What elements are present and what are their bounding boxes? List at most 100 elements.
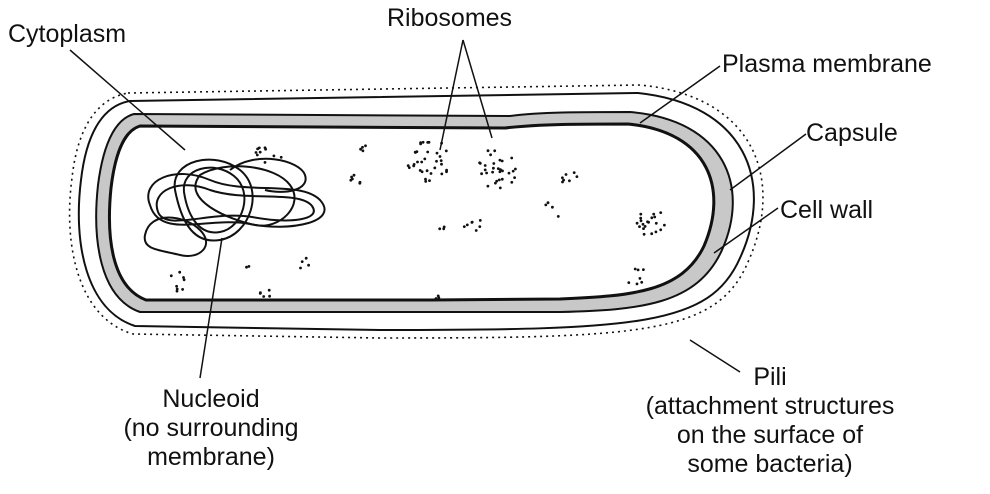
ribosome-dot	[435, 297, 438, 300]
ribosome-dot	[484, 169, 487, 172]
ribosome-dot	[659, 228, 662, 231]
ribosome-dot	[650, 232, 653, 235]
ribosome-dot	[364, 144, 367, 147]
nucleoid-label-line-3: membrane)	[96, 443, 326, 472]
cytoplasm-label: Cytoplasm	[8, 20, 126, 49]
ribosome-dot	[663, 224, 666, 227]
ribosome-dot	[501, 170, 504, 173]
ribosome-dot	[183, 278, 186, 281]
ribosome-dot	[561, 176, 564, 179]
ribosome-dot	[499, 159, 502, 162]
ribosome-dot	[489, 153, 492, 156]
ribosome-dot	[557, 215, 560, 218]
ribosome-dot	[480, 172, 483, 175]
ribosome-dot	[170, 274, 173, 277]
ribosome-dot	[655, 222, 658, 225]
ribosome-dot	[259, 151, 262, 154]
ribosome-dot	[627, 281, 630, 284]
ribosome-dot	[565, 173, 568, 176]
ribosome-dot	[485, 172, 488, 175]
ribosome-dot	[301, 260, 304, 263]
ribosome-dot	[638, 225, 641, 228]
ribosome-dot	[576, 175, 579, 178]
ribosome-dot	[642, 268, 645, 271]
ribosome-dot	[439, 155, 442, 158]
ribosome-dot	[478, 225, 481, 228]
ribosome-dot	[440, 163, 443, 166]
ribosome-dot	[653, 216, 656, 219]
ribosome-dot	[262, 295, 265, 298]
ribosome-dot	[508, 172, 511, 175]
ribosome-dot	[514, 168, 517, 171]
ribosome-dot	[643, 233, 646, 236]
ribosome-dot	[510, 157, 513, 160]
ribosome-dot	[433, 167, 436, 170]
ribosome-dot	[512, 170, 515, 173]
ribosome-dot	[442, 227, 445, 230]
ribosome-dot	[268, 289, 271, 292]
ribosome-dot	[544, 204, 547, 207]
ribosome-dot	[487, 149, 490, 152]
ribosome-dot	[268, 295, 271, 298]
ribosome-dot	[178, 271, 181, 274]
ribosome-dot	[471, 221, 474, 224]
ribosome-dot	[414, 151, 417, 154]
ribosome-dot	[264, 161, 267, 164]
ribosome-dot	[463, 225, 466, 228]
ribosome-dot	[256, 148, 259, 151]
ribosome-dot	[640, 219, 643, 222]
nucleoid-label-line-1: Nucleoid	[96, 385, 326, 414]
capsule-label: Capsule	[806, 119, 898, 148]
ribosome-dot	[438, 227, 441, 230]
ribosome-dot	[245, 266, 248, 269]
ribosome-dot	[478, 161, 481, 164]
ribosome-dot	[426, 141, 429, 144]
ribosome-dot	[420, 161, 423, 164]
ribosome-dot	[636, 222, 639, 225]
ribosome-dot	[426, 169, 429, 172]
ribosome-dot	[353, 174, 356, 177]
ribosome-dot	[299, 267, 302, 270]
ribosome-dot	[176, 290, 179, 293]
ribosome-dot	[256, 154, 259, 157]
ribosome-dot	[435, 160, 438, 163]
ribosome-dot	[650, 216, 653, 219]
ribosome-dot	[445, 150, 448, 153]
ribosome-dot	[634, 268, 637, 271]
ribosome-dot	[510, 181, 513, 184]
ribosome-dot	[498, 179, 501, 182]
ribosome-dot	[639, 217, 642, 220]
ribosome-dot	[181, 288, 184, 291]
ribosome-dot	[361, 146, 364, 149]
ribosome-dot	[280, 156, 283, 159]
ribosome-dot	[307, 264, 310, 267]
ribosome-dot	[495, 180, 498, 183]
ribosome-dot	[428, 179, 431, 182]
ribosome-dot	[639, 213, 642, 216]
ribosome-dot	[440, 159, 443, 162]
ribosome-dot	[497, 167, 500, 170]
ribosome-dot	[491, 171, 494, 174]
pili-label-line-2: (attachment structures	[590, 392, 950, 421]
ribosome-dot	[501, 178, 504, 181]
ribosome-dot	[636, 283, 639, 286]
ribosome-dot	[175, 285, 178, 288]
ribosome-dot	[359, 181, 362, 184]
ribosome-dot	[484, 164, 487, 167]
ribosome-dot	[637, 269, 640, 272]
pili-label-line-3: on the surface of	[590, 421, 950, 450]
ribosome-dot	[426, 151, 429, 154]
ribosome-dot	[492, 162, 495, 165]
ribosome-dot	[475, 229, 478, 232]
ribosome-dot	[421, 170, 424, 173]
ribosome-dot	[445, 170, 448, 173]
ribosome-dot	[513, 176, 516, 179]
ribosome-dot	[430, 172, 433, 175]
ribosome-dot	[646, 220, 649, 223]
ribosome-dot	[362, 149, 365, 152]
ribosome-dot	[652, 213, 655, 216]
nucleoid-label-line-2: (no surrounding	[96, 414, 326, 443]
ribosome-dot	[416, 161, 419, 164]
ribosome-dot	[655, 231, 658, 234]
nucleoid-label: Nucleoid (no surrounding membrane)	[96, 385, 326, 472]
